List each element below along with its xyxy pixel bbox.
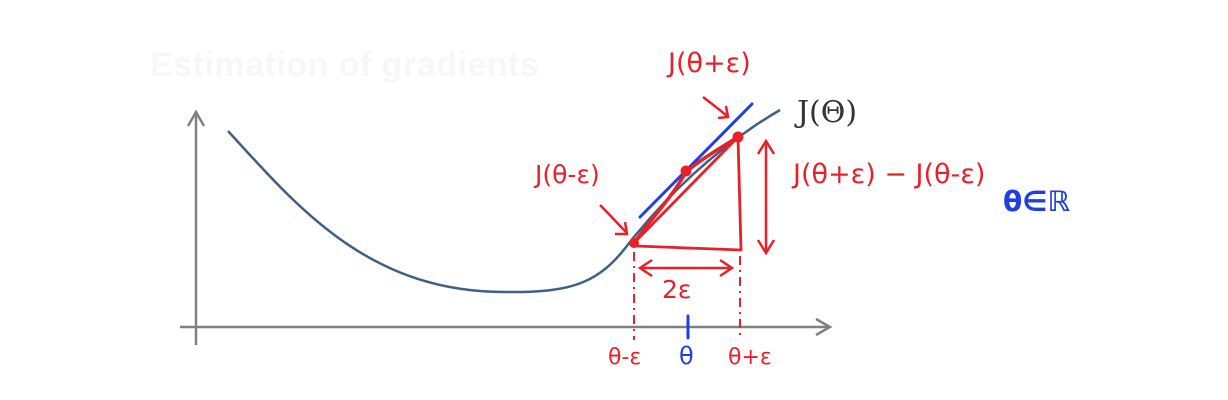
pointer-j-minus-head	[615, 221, 629, 236]
label-j-minus: J(θ-ε)	[533, 160, 600, 189]
curve-label: J(Θ)	[794, 95, 857, 130]
pointer-j-plus	[702, 96, 728, 117]
label-j-plus: J(θ+ε)	[666, 48, 751, 79]
width-arrowhead-left	[637, 258, 653, 278]
pointer-j-minus	[599, 204, 627, 233]
width-arrowhead-right	[719, 258, 735, 278]
cost-curve	[227, 108, 781, 294]
difference-arrowhead-top	[756, 138, 776, 155]
point-center	[680, 165, 692, 177]
width-label: 2ε	[662, 275, 691, 304]
y-axis-arrowhead	[186, 109, 206, 127]
label-theta-in-r: θ∈ℝ	[1003, 185, 1070, 218]
x-axis-arrowhead	[815, 317, 833, 337]
secant-line	[638, 102, 754, 219]
x-tick-plus: θ+ε	[728, 345, 772, 370]
pointer-j-plus-head	[717, 105, 730, 120]
faded-slide-title: Estimation of gradients	[150, 46, 540, 84]
label-difference: J(θ+ε) − J(θ-ε)	[791, 159, 985, 190]
point-plus	[732, 131, 744, 143]
x-tick-minus: θ-ε	[608, 345, 641, 370]
x-tick-center: θ	[679, 342, 694, 370]
secant-triangle	[632, 135, 743, 252]
difference-arrowhead-bottom	[756, 239, 776, 256]
point-minus	[629, 238, 639, 248]
